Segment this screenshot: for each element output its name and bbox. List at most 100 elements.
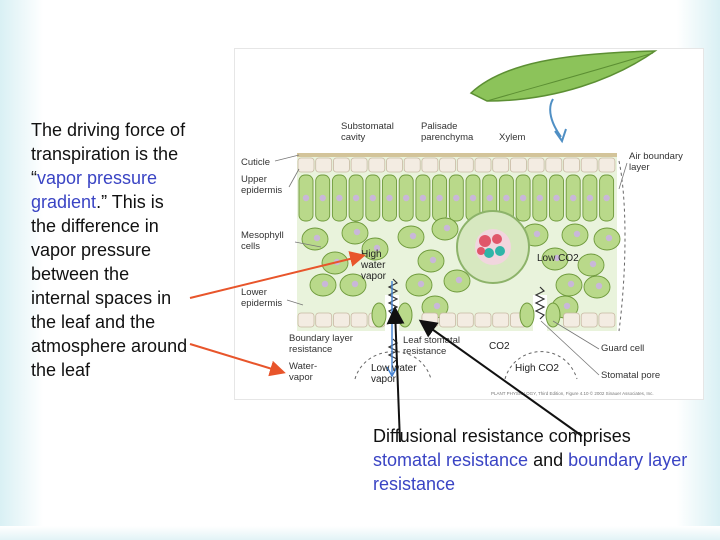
label-high-water-1: High [361, 249, 382, 260]
upper-epidermis-cell [563, 157, 580, 173]
cell-nucleus [453, 194, 460, 202]
cell-nucleus [573, 230, 581, 238]
xylem-bundle [456, 210, 530, 284]
label-cuticle: Cuticle [241, 157, 270, 168]
cell-nucleus [436, 194, 443, 202]
lower-epidermis-cell [439, 312, 457, 328]
upper-epidermis-cell [333, 157, 350, 173]
cell-nucleus [333, 258, 341, 266]
cell-nucleus [373, 244, 381, 252]
upper-epidermis-cells [297, 157, 616, 173]
cell-nucleus [486, 194, 493, 202]
label-boundary-resistance-2: resistance [289, 344, 332, 355]
co2-resistance-symbol [534, 286, 546, 320]
cell-nucleus [417, 280, 425, 288]
cell-nucleus [443, 224, 451, 232]
lower-epidermis-cell [563, 312, 580, 328]
cell-nucleus [570, 194, 577, 202]
label-co2: CO2 [489, 341, 510, 352]
upper-epidermis-cell [439, 157, 457, 173]
label-upper-epidermis-2: epidermis [241, 185, 282, 196]
upper-epidermis-cell [509, 157, 527, 173]
cell-nucleus [605, 234, 613, 242]
upper-epidermis-cell [368, 157, 386, 173]
lower-epidermis-cell [297, 312, 315, 328]
upper-epidermis-cell [456, 157, 474, 173]
leaf-cross-section-diagram: Substomatal cavity Palisade parenchyma X… [234, 48, 704, 400]
cell-nucleus [403, 194, 410, 202]
cell-nucleus [455, 276, 463, 284]
cell-nucleus [563, 302, 571, 310]
left-text-part2: .” This is the difference in vapor press… [31, 192, 188, 380]
cell-nucleus [429, 256, 437, 264]
cell-nucleus [313, 234, 321, 242]
label-mesophyll-1: Mesophyll [241, 230, 284, 241]
label-substomatal-2: cavity [341, 132, 366, 143]
vapor-pressure-gradient-term: vapor pressure gradient [31, 168, 158, 212]
upper-epidermis-cell [350, 157, 368, 173]
cell-nucleus [433, 302, 441, 310]
upper-epidermis-cell [474, 157, 492, 173]
lower-epidermis-cell [350, 312, 368, 328]
upper-epidermis-cell [315, 157, 333, 173]
cell-nucleus [553, 254, 561, 262]
cell-nucleus [386, 194, 393, 202]
label-air-boundary-2: layer [629, 162, 650, 173]
cell-nucleus [369, 194, 376, 202]
upper-epidermis-cell [403, 157, 421, 173]
lower-epidermis-cell [315, 312, 333, 328]
cell-nucleus [567, 280, 575, 288]
cell-nucleus [321, 280, 329, 288]
cell-nucleus [336, 194, 343, 202]
label-xylem: Xylem [499, 132, 525, 143]
cell-nucleus [586, 194, 594, 202]
left-text-part1: The driving force of transpiration is th… [31, 120, 186, 188]
label-palisade-2: parenchyma [421, 132, 474, 143]
label-leaf-stomatal-2: resistance [403, 346, 446, 357]
lower-epidermis-cell [474, 312, 492, 328]
guard-cell-left-a [371, 302, 387, 328]
lower-epidermis-cell [333, 312, 350, 328]
boundary-layer-resistance-term: boundary layer resistance [373, 450, 688, 494]
palisade-cells [298, 174, 615, 222]
slide-bottom-band [0, 526, 720, 540]
cell-nucleus [603, 194, 610, 202]
figure-credit: PLANT PHYSIOLOGY, Third Edition, Figure … [491, 390, 654, 396]
cell-nucleus [503, 194, 510, 202]
cell-nucleus [533, 230, 541, 238]
upper-epidermis-cell [386, 157, 403, 173]
left-text-block: The driving force of transpiration is th… [31, 118, 191, 382]
caption-part1: Diffusional resistance comprises [373, 426, 631, 446]
cell-nucleus [469, 194, 477, 202]
label-upper-epidermis-1: Upper [241, 174, 267, 185]
cell-nucleus [352, 194, 360, 202]
diffusional-resistance-caption: Diffusional resistance comprises stomata… [373, 424, 693, 496]
label-air-boundary-1: Air boundary [629, 151, 683, 162]
upper-epidermis-cell [492, 157, 510, 173]
upper-epidermis-cell [545, 157, 563, 173]
stomatal-resistance-term: stomatal resistance [373, 450, 529, 470]
cell-nucleus [589, 260, 597, 268]
lower-epidermis-cell [580, 312, 598, 328]
cell-nucleus [302, 194, 310, 202]
label-high-water-3: vapor [361, 271, 387, 282]
cell-nucleus [536, 194, 543, 202]
boundary-resistance-symbol [387, 338, 399, 364]
label-low-co2: Low CO2 [537, 253, 579, 264]
label-boundary-resistance-1: Boundary layer [289, 333, 353, 344]
label-lower-epidermis-1: Lower [241, 287, 267, 298]
label-lower-epidermis-2: epidermis [241, 298, 282, 309]
label-low-water-2: vapor [371, 374, 397, 385]
cell-nucleus [519, 194, 527, 202]
upper-epidermis-cell [598, 157, 616, 173]
cell-nucleus [409, 232, 417, 240]
cell-nucleus [351, 280, 359, 288]
lower-epidermis-cell [492, 312, 510, 328]
label-high-co2: High CO2 [515, 363, 559, 374]
lower-epidermis-cell [456, 312, 474, 328]
cell-nucleus [319, 194, 326, 202]
caption-middle: and [528, 450, 569, 470]
cell-nucleus [353, 228, 361, 236]
cuticle-layer [297, 153, 617, 157]
label-water-vapor-2: vapor [289, 372, 313, 383]
